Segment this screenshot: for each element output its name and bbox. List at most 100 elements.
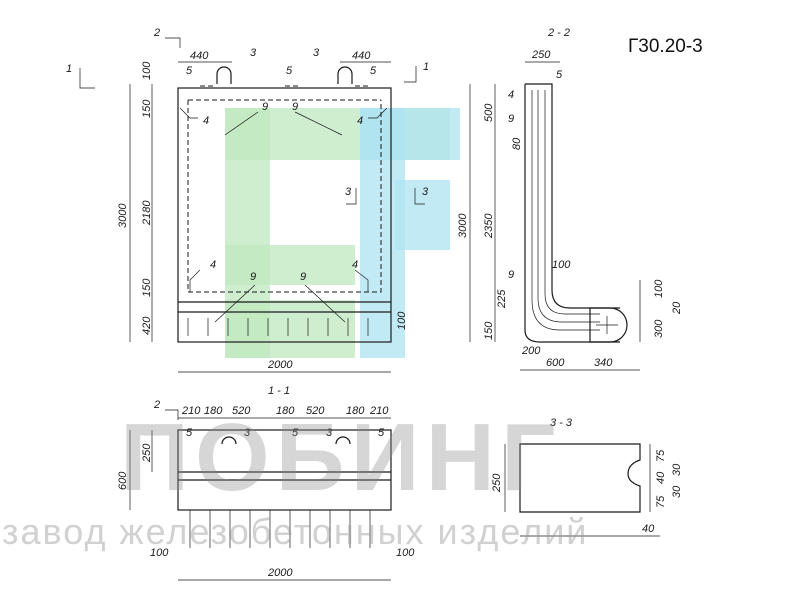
plan-callout-3-a: 3 — [244, 427, 251, 439]
watermark-tagline: завод железобетонных изделий — [2, 511, 588, 552]
leader-9-b — [294, 111, 343, 136]
side-callout-5: 5 — [556, 69, 563, 81]
plan-dim-250: 250 — [141, 443, 153, 463]
side-dim-20: 20 — [671, 301, 683, 315]
side-toe — [589, 307, 628, 343]
callout-4-tl: 4 — [203, 115, 209, 127]
dim-440-left: 440 — [190, 50, 209, 62]
lifting-loop-left — [216, 66, 232, 84]
cut-1-left-arrow — [79, 68, 95, 89]
callout-9-c: 9 — [250, 271, 256, 283]
front-view: 3 3 5 5 5 4 4 4 4 9 9 9 9 2 1 1 3 3 440 … — [66, 27, 429, 373]
watermark-brand: ПОБИНГ — [120, 404, 561, 511]
plan-loop-right — [335, 436, 351, 445]
watermark-logo — [225, 108, 460, 358]
s33-dim-75-top: 75 — [655, 449, 667, 462]
s33-dim-30-top: 30 — [671, 463, 683, 476]
dim-420: 420 — [141, 316, 153, 335]
side-rebar-3 — [544, 90, 600, 315]
section-3-3-outline — [519, 443, 641, 513]
plan-cut-2: 2 — [153, 399, 160, 411]
lifting-loop-right — [337, 66, 353, 84]
callout-4-bl: 4 — [210, 259, 216, 271]
side-callout-9-bottom: 9 — [508, 269, 514, 281]
side-dim-200: 200 — [521, 345, 541, 357]
side-wall-back — [524, 84, 620, 343]
leader-4-tl — [179, 107, 198, 119]
cut-2-top-arrow — [165, 37, 181, 48]
side-dim-300: 300 — [653, 319, 665, 338]
s33-dim-250: 250 — [491, 473, 503, 493]
plan-dim-520-a: 520 — [232, 405, 251, 417]
cut-1-right-arrow — [404, 66, 417, 83]
plan-dim-180-a: 180 — [204, 405, 223, 417]
side-dim-2350: 2350 — [483, 213, 495, 239]
callout-3-right: 3 — [313, 47, 320, 59]
s33-dim-40-bottom: 40 — [642, 523, 655, 535]
s33-dim-30-bottom: 30 — [671, 485, 683, 498]
leader-4-tr — [368, 107, 388, 119]
leader-4-br — [354, 269, 369, 292]
side-dim-100-inner: 100 — [552, 259, 571, 271]
side-dim-500: 500 — [483, 103, 495, 122]
dim-100-right: 100 — [396, 311, 408, 330]
plan-dim-2000: 2000 — [267, 567, 293, 579]
section-3-3-view: 3 - 3 250 75 40 75 30 30 40 — [491, 417, 683, 537]
callout-3-left: 3 — [250, 47, 257, 59]
plan-dim-100-right: 100 — [396, 547, 415, 559]
logo-blue-stem — [360, 108, 405, 358]
dim-2180: 2180 — [141, 200, 153, 226]
callout-9-a: 9 — [262, 101, 268, 113]
callout-9-b: 9 — [292, 101, 298, 113]
side-dim-100-right: 100 — [653, 279, 665, 298]
leader-4-bl — [189, 269, 201, 292]
plan-cut-2-arrow — [165, 409, 179, 420]
dim-2000-front: 2000 — [267, 359, 293, 371]
plan-loop-left — [221, 436, 237, 445]
section-3-3-title: 3 - 3 — [550, 417, 573, 429]
plan-view: 1 - 1 2 210 180 520 180 520 180 210 5 — [117, 385, 415, 581]
plan-callout-5-a: 5 — [186, 427, 193, 439]
dim-150-top: 150 — [141, 99, 153, 118]
cut-1-right: 1 — [423, 61, 429, 73]
callout-5-right: 5 — [370, 65, 377, 77]
cut-1-left: 1 — [66, 63, 72, 75]
plan-callout-5-c: 5 — [378, 427, 385, 439]
plan-outline — [177, 429, 392, 511]
side-rebar-2 — [537, 90, 600, 323]
side-callout-4: 4 — [508, 89, 514, 101]
side-dim-250: 250 — [531, 49, 551, 61]
cut-3-left: 3 — [345, 186, 352, 198]
plan-dim-520-b: 520 — [306, 405, 325, 417]
plan-dim-180-b: 180 — [276, 405, 295, 417]
leader-9-a — [224, 111, 259, 136]
callout-4-tr: 4 — [357, 115, 363, 127]
plan-dim-600: 600 — [117, 471, 129, 490]
callout-5-mid: 5 — [286, 65, 293, 77]
plan-callout-5-b: 5 — [292, 427, 299, 439]
side-dim-80: 80 — [511, 137, 523, 150]
dim-150-bottom: 150 — [141, 278, 153, 297]
side-dim-340: 340 — [594, 357, 613, 369]
section-1-1-title: 1 - 1 — [268, 385, 290, 397]
front-panel-outline — [177, 87, 392, 343]
rib-ticks — [187, 318, 369, 336]
side-view: 2 - 2 250 5 4 9 9 500 80 3000 2350 225 1… — [457, 27, 683, 371]
side-callout-9-top: 9 — [508, 113, 514, 125]
side-dim-600: 600 — [546, 357, 565, 369]
side-dim-150: 150 — [483, 321, 495, 340]
plan-callout-3-b: 3 — [326, 427, 333, 439]
plan-dim-180-c: 180 — [346, 405, 365, 417]
cut-3-right-arrow — [414, 188, 425, 205]
leader-9-d — [304, 284, 346, 323]
front-inner-contour — [187, 100, 382, 293]
plan-ribs — [189, 510, 371, 548]
side-dim-225: 225 — [496, 289, 508, 309]
plan-dim-100-left: 100 — [150, 547, 169, 559]
logo-green-foot — [225, 300, 355, 358]
side-rebar-1 — [531, 90, 600, 331]
callout-4-br: 4 — [352, 259, 358, 271]
dim-440-right: 440 — [352, 50, 371, 62]
plan-dim-210-a: 210 — [181, 405, 201, 417]
